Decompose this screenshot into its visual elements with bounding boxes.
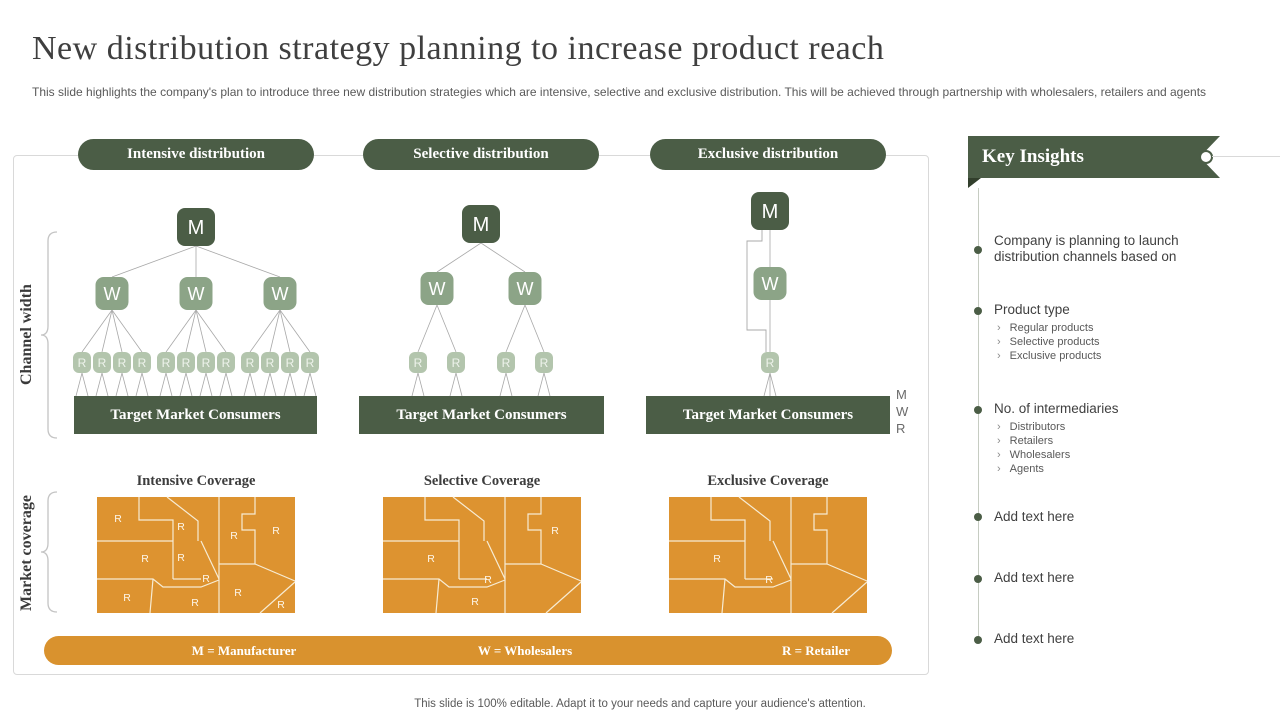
legend-retailer: R = Retailer bbox=[781, 643, 851, 658]
channel-width-label: Channel width bbox=[18, 284, 35, 386]
chevron-icon: › bbox=[997, 463, 1001, 475]
key-insight-subitem: › Wholesalers bbox=[994, 448, 1209, 462]
key-insight-sublist: › Regular products › Selective products › Exc… bbox=[994, 321, 1209, 363]
side-letter-r: R bbox=[896, 421, 906, 436]
bullet-dot bbox=[974, 513, 982, 521]
connector-line bbox=[1212, 156, 1280, 157]
key-insights-rule bbox=[978, 188, 979, 643]
key-insight-item: Product type › Regular products › Selective … bbox=[994, 302, 1209, 363]
subitem-label: Regular products bbox=[1009, 322, 1094, 334]
chevron-icon: › bbox=[997, 435, 1001, 447]
chevron-icon: › bbox=[997, 322, 1001, 334]
key-insight-item: Add text here bbox=[994, 631, 1209, 647]
key-insight-item: Company is planning to launch distributi… bbox=[994, 233, 1209, 265]
target-market-consumers-bar: Target Market Consumers bbox=[74, 396, 317, 434]
legend-wholesalers: W = Wholesalers bbox=[477, 643, 573, 658]
header-intensive-distribution: Intensive distribution bbox=[78, 139, 314, 170]
key-insight-item: Add text here bbox=[994, 509, 1209, 525]
page-title: New distribution strategy planning to in… bbox=[32, 30, 885, 67]
subitem-label: Distributors bbox=[1009, 421, 1066, 433]
key-insight-text: Add text here bbox=[994, 631, 1075, 646]
subitem-label: Retailers bbox=[1009, 435, 1054, 447]
key-insight-text: Add text here bbox=[994, 570, 1075, 585]
ribbon-fold bbox=[968, 178, 981, 188]
subitem-label: Exclusive products bbox=[1009, 350, 1102, 362]
chevron-icon: › bbox=[997, 350, 1001, 362]
subitem-label: Selective products bbox=[1009, 336, 1100, 348]
chevron-icon: › bbox=[997, 449, 1001, 461]
key-insight-subitem: › Retailers bbox=[994, 434, 1209, 448]
subitem-label: Agents bbox=[1009, 463, 1044, 475]
key-insight-item: Add text here bbox=[994, 570, 1209, 586]
key-insight-subitem: › Exclusive products bbox=[994, 349, 1209, 363]
bullet-dot bbox=[974, 636, 982, 644]
coverage-title-intensive: Intensive Coverage bbox=[136, 473, 256, 489]
market-coverage-label: Market coverage bbox=[18, 495, 35, 611]
header-exclusive-distribution: Exclusive distribution bbox=[650, 139, 886, 170]
subitem-label: Wholesalers bbox=[1009, 449, 1071, 461]
bullet-dot bbox=[974, 406, 982, 414]
key-insights-banner: Key Insights bbox=[968, 136, 1220, 178]
legend-bar: M = Manufacturer W = Wholesalers R = Ret… bbox=[44, 636, 892, 665]
key-insight-subitem: › Distributors bbox=[994, 420, 1209, 434]
connector-dot bbox=[1199, 150, 1213, 164]
key-insight-subitem: › Regular products bbox=[994, 321, 1209, 335]
key-insight-sublist: › Distributors › Retailers › Wholesalers › Agen… bbox=[994, 420, 1209, 476]
key-insight-subitem: › Selective products bbox=[994, 335, 1209, 349]
key-insight-item: No. of intermediaries › Distributors › Retai… bbox=[994, 401, 1209, 476]
key-insight-text: No. of intermediaries bbox=[994, 401, 1119, 416]
key-insight-subitem: › Agents bbox=[994, 462, 1209, 476]
key-insight-text: Product type bbox=[994, 302, 1070, 317]
legend-manufacturer: M = Manufacturer bbox=[191, 643, 297, 658]
key-insight-text: Add text here bbox=[994, 509, 1075, 524]
target-market-consumers-bar: Target Market Consumers bbox=[646, 396, 890, 434]
target-market-consumers-bar: Target Market Consumers bbox=[359, 396, 604, 434]
side-letter-m: M bbox=[896, 387, 907, 402]
bullet-dot bbox=[974, 246, 982, 254]
coverage-title-exclusive: Exclusive Coverage bbox=[707, 473, 829, 489]
header-selective-distribution: Selective distribution bbox=[363, 139, 599, 170]
page-subtitle: This slide highlights the company's plan… bbox=[32, 85, 1207, 99]
coverage-title-selective: Selective Coverage bbox=[423, 473, 541, 489]
chevron-icon: › bbox=[997, 336, 1001, 348]
side-letter-w: W bbox=[896, 404, 909, 419]
chevron-icon: › bbox=[997, 421, 1001, 433]
bullet-dot bbox=[974, 307, 982, 315]
bullet-dot bbox=[974, 575, 982, 583]
key-insight-text: Company is planning to launch distributi… bbox=[994, 233, 1179, 264]
footer-note: This slide is 100% editable. Adapt it to… bbox=[414, 698, 866, 710]
